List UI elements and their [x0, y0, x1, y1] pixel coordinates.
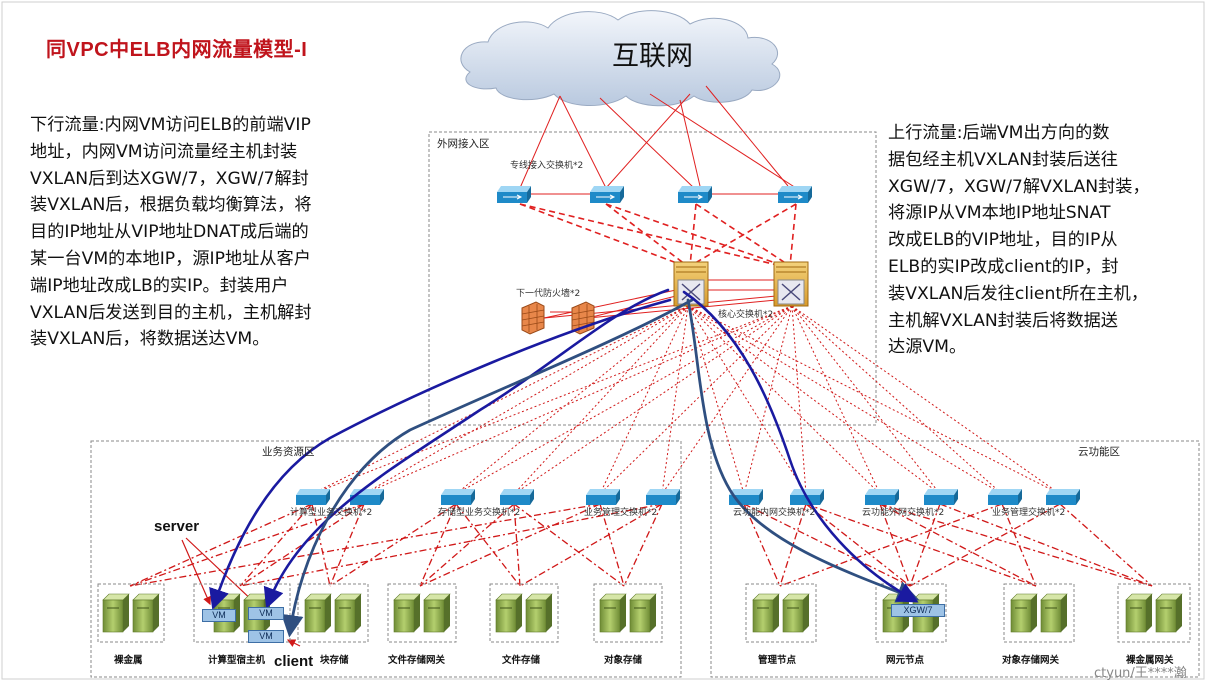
vm-tag: VM: [202, 609, 236, 622]
server-icon: [304, 593, 332, 633]
compute-switch-label: 计算型业务交换机*2: [290, 508, 373, 518]
leased-line-switch-icons: [497, 186, 812, 203]
uplink-description: 上行流量:后端VM出方向的数 据包经主机VXLAN封装后送往 XGW/7，XGW…: [888, 123, 1150, 358]
biz-mgmt-switch-label: 业务管理交换机*2: [584, 508, 658, 518]
server-icon: [495, 593, 523, 633]
core-switch-icons: [673, 261, 809, 307]
server-icon: [1125, 593, 1153, 633]
mgmt-switch-right-label: 业务管理交换机*2: [992, 508, 1066, 518]
leased-line-switch-label: 专线接入交换机*2: [510, 161, 584, 171]
storage-switch-label: 存储型业务交换机*2: [438, 508, 521, 518]
core-switch-label: 核心交换机*2: [718, 310, 774, 320]
server-group-box: [297, 583, 369, 643]
server-icon: [599, 593, 627, 633]
downlink-description: 下行流量:内网VM访问ELB的前端VIP 地址，内网VM访问流量经主机封装 VX…: [30, 115, 312, 350]
internet-label: 互联网: [612, 41, 693, 72]
server-group-label: 对象存储网关: [1002, 655, 1060, 666]
server-icon: [334, 593, 362, 633]
vm-tag: VM: [248, 607, 284, 620]
server-icon: [132, 593, 160, 633]
server-group-box: [1003, 583, 1075, 643]
server-group-box: [593, 583, 663, 643]
server-icon: [102, 593, 130, 633]
server-icon: [629, 593, 657, 633]
server-icon: [423, 593, 451, 633]
downlink-flow-line-3: [682, 290, 919, 603]
server-group-label: 网元节点: [886, 655, 925, 666]
firewall-icons: [521, 301, 595, 335]
server-icon: [525, 593, 553, 633]
server-group-label: 管理节点: [758, 655, 797, 666]
firewall-label: 下一代防火墙*2: [516, 289, 581, 299]
slide-title: 同VPC中ELB内网流量模型-I: [46, 39, 308, 61]
downlink-flow-line: [209, 298, 672, 610]
server-group-box: [387, 583, 457, 643]
server-group-label: 裸金属: [114, 655, 143, 666]
server-group-box: [97, 583, 165, 643]
server-icon: [1155, 593, 1183, 633]
server-group-label: 文件存储: [502, 655, 541, 666]
zone-label-business: 业务资源区: [262, 446, 315, 458]
server-icon: [782, 593, 810, 633]
server-group-box: [489, 583, 559, 643]
server-icon: [1010, 593, 1038, 633]
uplink-flow-line: [281, 298, 694, 638]
server-icon: [752, 593, 780, 633]
server-group-box: [745, 583, 817, 643]
downlink-flow-line-2: [263, 288, 670, 609]
client-annotation: client: [274, 653, 314, 670]
server-group-label: 块存储: [320, 655, 349, 666]
server-group-boxes: [97, 583, 1191, 643]
server-icon: [393, 593, 421, 633]
access-switch-icons: [296, 489, 1080, 505]
xgw-tag: XGW/7: [891, 604, 945, 617]
server-group-label: 计算型宿主机: [208, 655, 266, 666]
server-annotation: server: [154, 518, 200, 535]
server-group-label: 对象存储: [604, 655, 643, 666]
watermark: ctyun/王****瀚: [1094, 666, 1187, 681]
zone-label-external: 外网接入区: [437, 138, 490, 150]
server-group-box: [1117, 583, 1191, 643]
server-group-box: [193, 583, 291, 643]
cloud-external-switch-label: 云功能外网交换机*2: [862, 508, 945, 518]
zone-label-cloud-function: 云功能区: [1078, 446, 1120, 458]
server-icon: [1040, 593, 1068, 633]
uplink-flow-line-2: [686, 298, 920, 603]
internet-cloud-icon: [460, 10, 781, 107]
cloud-internal-switch-label: 云功能内网交换机*2: [733, 508, 816, 518]
server-group-label: 裸金属网关: [1126, 655, 1174, 666]
server-group-label: 文件存储网关: [388, 655, 446, 666]
vm-tag: VM: [248, 630, 284, 643]
